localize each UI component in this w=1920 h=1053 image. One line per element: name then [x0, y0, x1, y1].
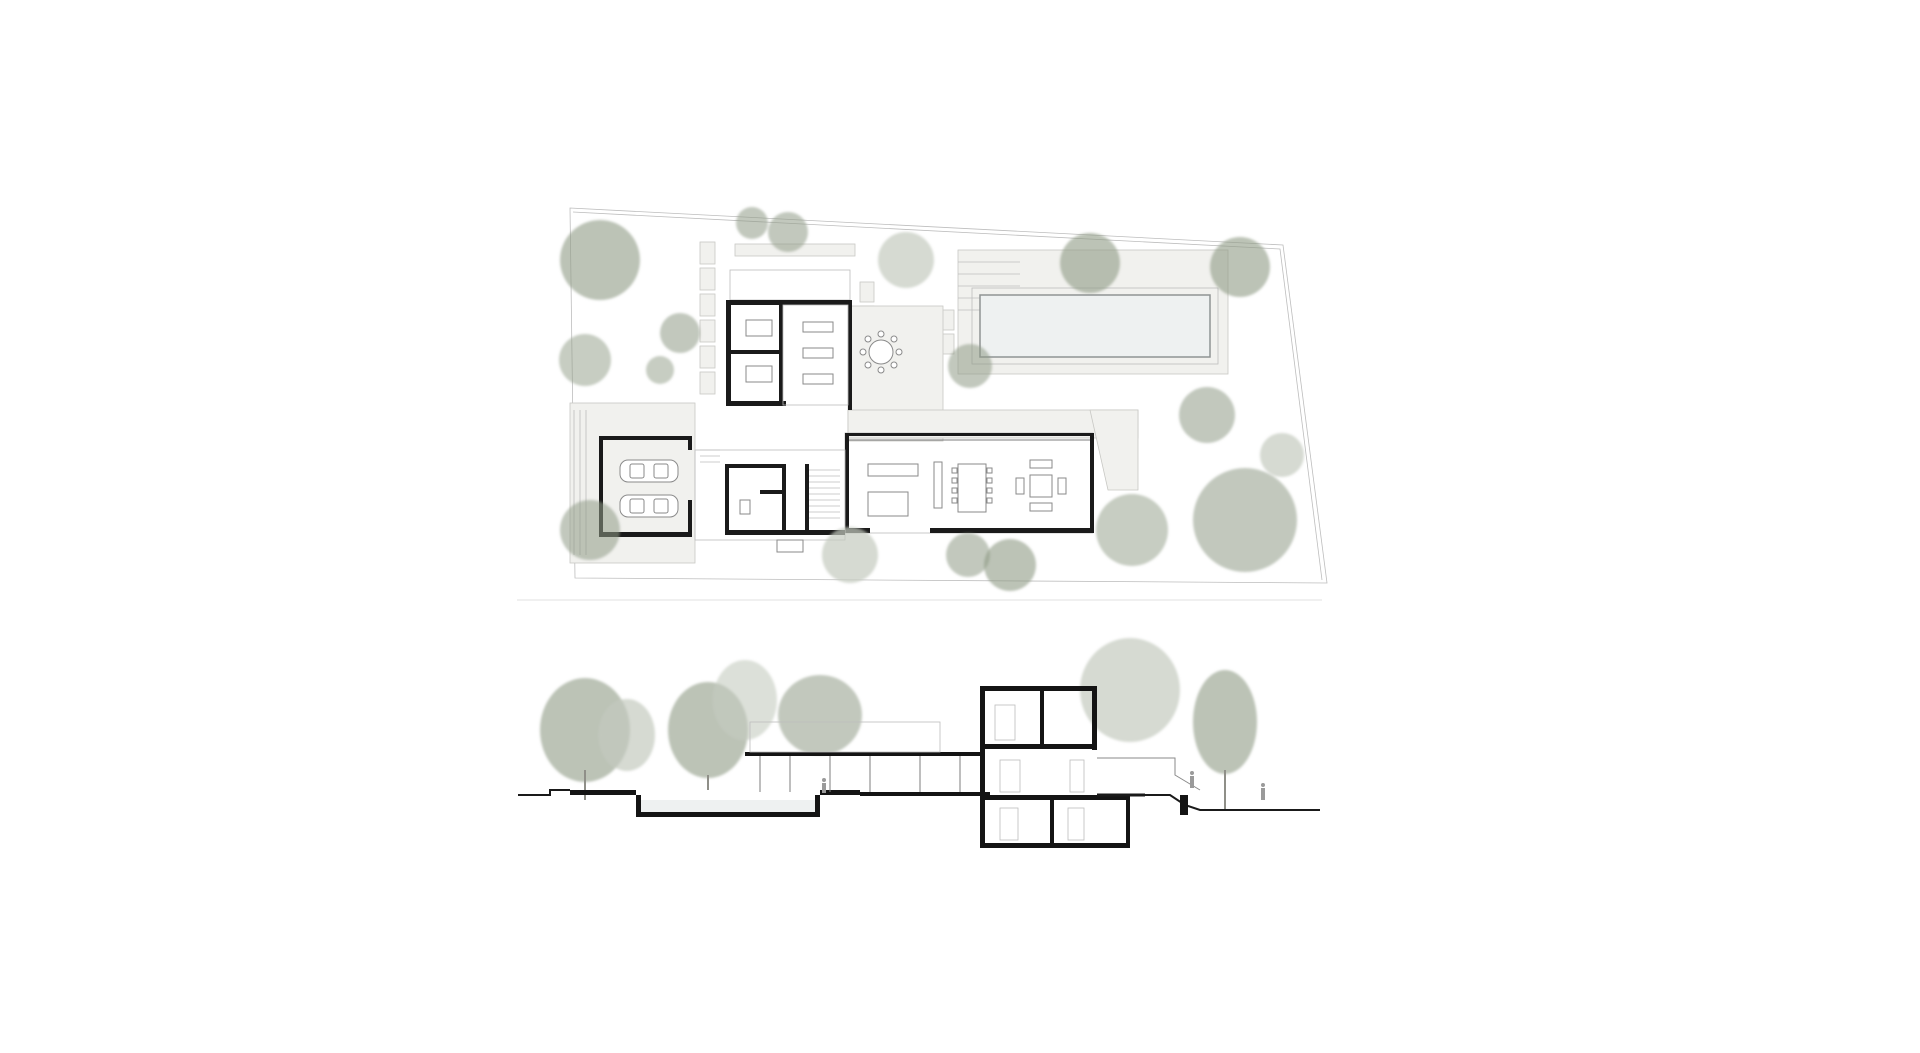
tree-elevation-icon — [540, 638, 1257, 782]
main-floor-slab — [860, 792, 990, 796]
pool-slab — [636, 812, 820, 817]
car-icon — [619, 459, 679, 483]
person-figure-icon — [822, 771, 1265, 800]
tower-block — [980, 686, 1130, 848]
garage — [599, 436, 692, 537]
main-living-wing — [844, 432, 1094, 534]
round-table — [868, 339, 894, 365]
building-section — [518, 638, 1320, 848]
tree-canopy-icon — [559, 207, 1304, 591]
swimming-pool — [979, 294, 1211, 358]
ground-line — [518, 789, 570, 796]
car-icon — [619, 494, 679, 518]
bedroom-block — [726, 269, 852, 410]
site-plan — [559, 207, 1328, 591]
service-core — [694, 449, 846, 553]
